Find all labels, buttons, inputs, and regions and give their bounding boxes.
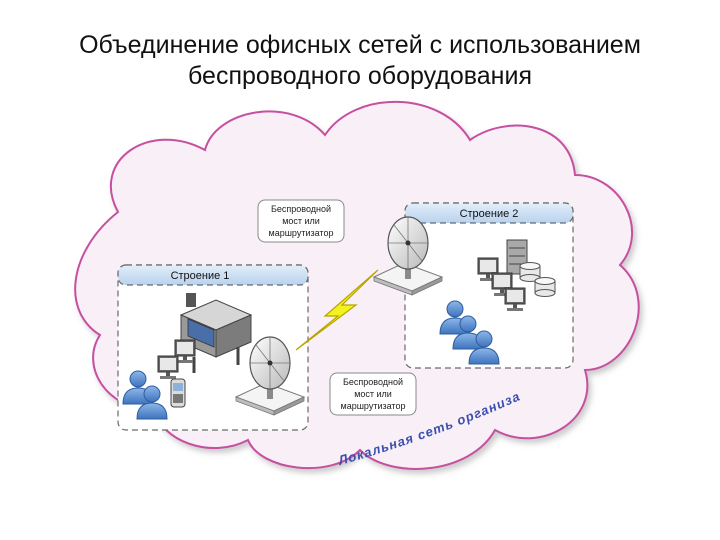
building-2-header [404,202,574,224]
device-top-line-1: Беспроводной [271,204,331,214]
building-2: Строение 2 [404,202,574,369]
building-2-label: Строение 2 [460,208,519,220]
title-line-2: беспроводного оборудования [188,62,532,90]
slide-title: Объединение офисных сетей с использовани… [0,30,720,92]
device-bottom-line-2: мост или [354,389,392,399]
device-top-line-2: мост или [282,216,320,226]
building-1-label: Строение 1 [171,270,230,282]
title-line-1: Объединение офисных сетей с использовани… [79,31,641,59]
phone-icon [170,378,186,408]
lightning-link-icon [295,269,379,351]
device-bottom-line-3: маршрутизатор [341,401,406,411]
device-bottom-line-1: Беспроводной [343,377,403,387]
database-icon [534,277,556,297]
device-callout-bottom: Беспроводной мост или маршрутизатор [329,372,417,416]
device-callout-top: Беспроводной мост или маршрутизатор [257,199,345,243]
printer-icon [179,293,253,373]
database-icon [519,262,541,282]
device-top-line-3: маршрутизатор [269,228,334,238]
building-1-header [117,264,309,286]
